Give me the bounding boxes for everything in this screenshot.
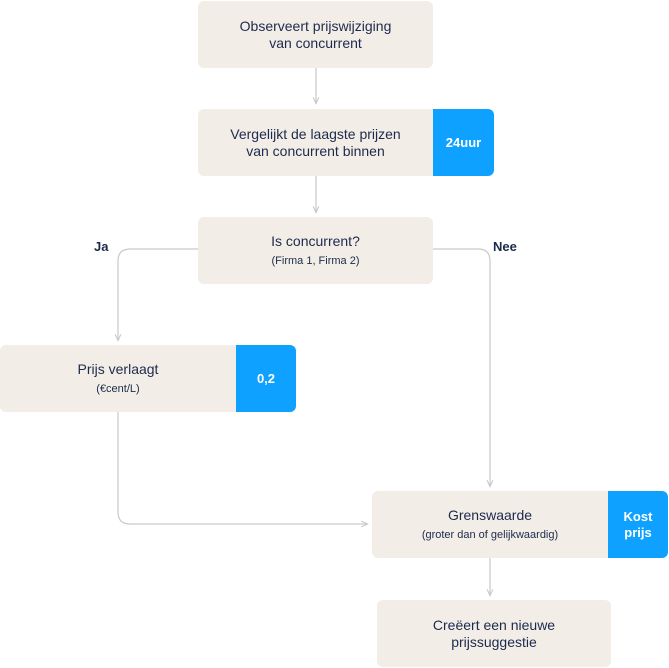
observe-node: Observeert prijswijziging van concurrent [198, 1, 433, 68]
decision-subtitle: (Firma 1, Firma 2) [271, 255, 360, 267]
observe-line-2: van concurrent [269, 34, 362, 51]
lower-node: Prijs verlaagt (€cent/L) [0, 345, 236, 412]
create-node: Creëert een nieuwe prijssuggestie [377, 600, 611, 667]
threshold-badge-line-2: prijs [624, 524, 652, 540]
threshold-badge-line-1: Kost [623, 508, 653, 524]
threshold-subtitle: (groter dan of gelijkwaardig) [421, 529, 559, 541]
arrow-lower-to-threshold [117, 412, 367, 524]
branch-yes-label: Ja [94, 239, 109, 254]
compare-line-2: van concurrent binnen [246, 142, 385, 159]
threshold-badge: Kost prijs [608, 491, 668, 558]
arrow-no-branch [433, 248, 490, 486]
observe-line-1: Observeert prijswijziging [239, 17, 392, 34]
threshold-node: Grenswaarde (groter dan of gelijkwaardig… [372, 491, 608, 558]
create-line-2: prijssuggestie [451, 633, 537, 650]
decision-title: Is concurrent? [271, 233, 360, 249]
compare-badge: 24uur [433, 109, 494, 176]
branch-no-label: Nee [493, 239, 517, 254]
create-line-1: Creëert een nieuwe [432, 616, 556, 633]
compare-node: Vergelijkt de laagste prijzen van concur… [198, 109, 433, 176]
compare-line-1: Vergelijkt de laagste prijzen [230, 125, 401, 142]
arrow-yes-branch [118, 248, 198, 340]
decision-node: Is concurrent? (Firma 1, Firma 2) [198, 217, 433, 284]
lower-subtitle: (€cent/L) [96, 383, 140, 395]
threshold-title: Grenswaarde [447, 507, 533, 523]
lower-badge: 0,2 [236, 345, 296, 412]
lower-title: Prijs verlaagt [77, 361, 159, 377]
